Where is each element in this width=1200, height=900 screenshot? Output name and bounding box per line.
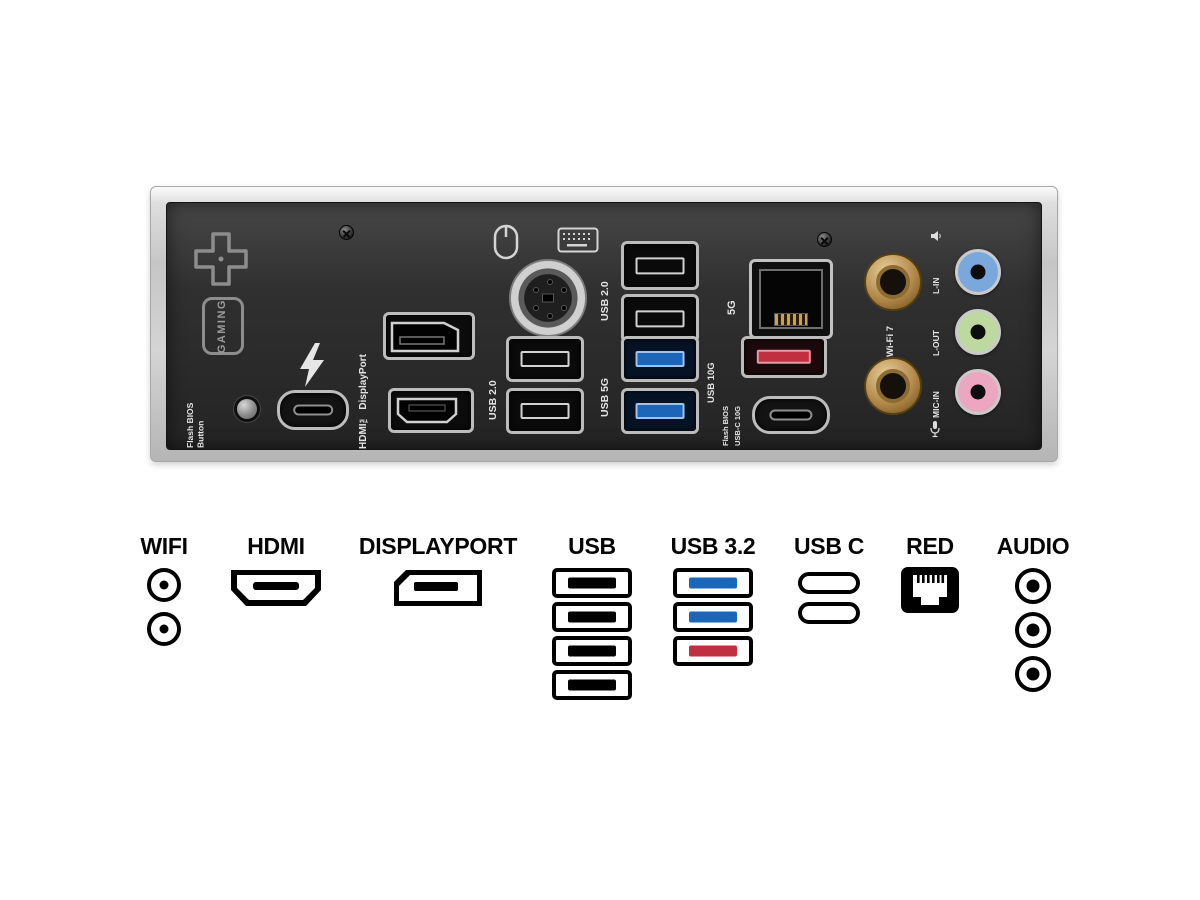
- usb-a-port-icon: [552, 568, 632, 598]
- usb-tongue: [520, 403, 570, 419]
- mic-in-jack: [955, 369, 1001, 415]
- legend-label-hdmi: HDMI: [247, 533, 305, 559]
- screw-icon: [339, 225, 354, 240]
- speaker-icon: [931, 231, 941, 241]
- displayport-port-icon: [394, 570, 482, 606]
- hdmi-displayport-label: HDMI™ DisplayPort: [358, 354, 369, 449]
- usb-bar: [568, 611, 616, 623]
- usb5g-port: [621, 336, 699, 382]
- usb5g-label: USB 5G: [599, 377, 611, 417]
- usb-tongue: [635, 351, 685, 367]
- usb-tongue: [520, 351, 570, 367]
- audio-jack-icon: [1015, 568, 1051, 604]
- usb-bar: [568, 679, 616, 691]
- wifi-antenna-connector: [864, 253, 922, 311]
- displayport-connector-icon: [390, 321, 460, 353]
- lan-5g-label: 5G: [726, 300, 738, 315]
- usb3-blue-port-icon: [673, 568, 753, 598]
- rj45-contacts: [774, 313, 808, 326]
- usb-bar: [568, 577, 616, 589]
- ps2-pin: [561, 305, 567, 311]
- usb-a-port-icon: [552, 602, 632, 632]
- usb-tongue: [635, 309, 685, 328]
- displayport-port: [383, 312, 475, 360]
- rear-io-panel: GAMING Flash BIOS Button HDMI™ DisplayPo…: [166, 202, 1042, 450]
- usb2-port: [621, 294, 699, 343]
- line-out-label: L-OUT: [931, 330, 941, 356]
- gaming-badge: GAMING: [202, 297, 244, 355]
- ps2-port: [509, 259, 587, 337]
- legend-label-audio: AUDIO: [996, 533, 1070, 559]
- usb-c-slot: [769, 409, 813, 421]
- usb-tongue: [635, 403, 685, 419]
- usb-tongue: [756, 349, 812, 365]
- usb-c-10g-port: [752, 396, 830, 434]
- usb-c-thunderbolt-port: [277, 390, 349, 430]
- legend-label-wifi: WIFI: [140, 533, 188, 559]
- usbc-10g-label: USB-C 10G: [733, 405, 742, 446]
- ps2-pin: [561, 287, 567, 293]
- screw-icon: [817, 232, 832, 247]
- legend-label-red: RED: [906, 533, 954, 559]
- mic-in-label: MIC-IN: [931, 391, 941, 418]
- usb-tongue: [635, 256, 685, 275]
- usb-a-port-icon: [552, 636, 632, 666]
- ps2-key-slot: [542, 293, 554, 303]
- audio-jack-icon: [1015, 612, 1051, 648]
- flash-bios-label: Flash BIOS: [721, 405, 730, 446]
- flash-bios-button: [237, 399, 257, 419]
- hdmi-connector-icon: [396, 397, 458, 424]
- usb-bar: [689, 577, 737, 589]
- usb2-top-label: USB 2.0: [599, 281, 611, 321]
- wifi-antenna-connector: [864, 357, 922, 415]
- usb-bar: [689, 611, 737, 623]
- line-in-label: L-IN: [931, 277, 941, 294]
- line-in-jack: [955, 249, 1001, 295]
- ps2-pin: [533, 287, 539, 293]
- usb-a-port-icon: [552, 670, 632, 700]
- usb10g-port: [741, 336, 827, 378]
- usb-c-port-icon: [798, 572, 860, 594]
- gaming-dpad-emblem-icon: [194, 232, 248, 286]
- usb-bar: [568, 645, 616, 657]
- keyboard-icon: [557, 227, 599, 253]
- thunderbolt-icon: [300, 343, 324, 387]
- usb2-port: [506, 336, 584, 382]
- gaming-label: GAMING: [216, 298, 229, 354]
- usb2-port: [506, 388, 584, 434]
- hdmi-port-icon: [231, 570, 321, 606]
- wifi7-label: Wi-Fi 7: [885, 325, 896, 357]
- legend-label-usbc: USB C: [793, 533, 865, 559]
- wifi-antenna-jack-icon: [147, 612, 181, 646]
- mic-icon: [930, 421, 940, 438]
- flash-bios-button-label: Flash BIOS Button: [185, 402, 206, 448]
- ps2-pin: [547, 279, 553, 285]
- legend-label-usb32: USB 3.2: [670, 533, 756, 559]
- usb-c-port-icon: [798, 602, 860, 624]
- hdmi-port: [388, 388, 474, 433]
- usb2-left-label: USB 2.0: [487, 380, 499, 420]
- line-out-jack: [955, 309, 1001, 355]
- mouse-icon: [493, 224, 519, 260]
- legend-label-usb: USB: [568, 533, 616, 559]
- usb3-blue-port-icon: [673, 602, 753, 632]
- usb-c-slot: [293, 404, 333, 416]
- audio-jack-icon: [1015, 656, 1051, 692]
- wifi-antenna-jack-icon: [147, 568, 181, 602]
- ethernet-rj45-port-icon: [901, 567, 959, 613]
- usb3-red-port-icon: [673, 636, 753, 666]
- usb5g-port: [621, 388, 699, 434]
- ps2-pin: [547, 313, 553, 319]
- legend-label-displayport: DISPLAYPORT: [358, 533, 518, 559]
- ps2-pin: [533, 305, 539, 311]
- usb-bar: [689, 645, 737, 657]
- ethernet-port: [749, 259, 833, 339]
- usb2-port: [621, 241, 699, 290]
